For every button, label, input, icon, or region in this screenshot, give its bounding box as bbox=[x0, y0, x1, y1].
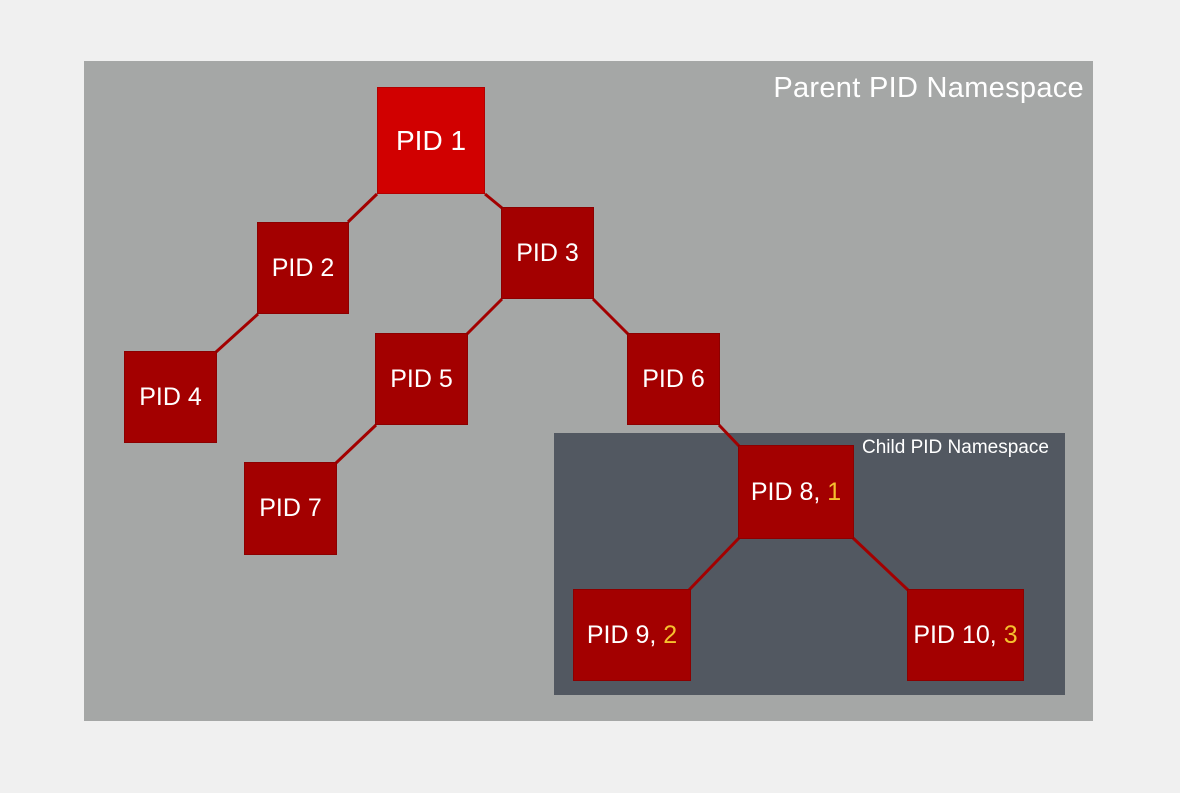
node-pid-8: PID 8, 1 bbox=[738, 445, 854, 539]
node-pid-2-label: PID 2 bbox=[271, 253, 335, 282]
child-namespace-label: Child PID Namespace bbox=[862, 437, 1049, 458]
node-pid-3: PID 3 bbox=[501, 207, 594, 299]
node-pid-1: PID 1 bbox=[377, 87, 485, 194]
node-pid-3-label: PID 3 bbox=[516, 238, 579, 267]
node-pid-6: PID 6 bbox=[627, 333, 720, 425]
edge-pid5-pid7 bbox=[334, 423, 378, 465]
edge-pid8-pid9 bbox=[687, 536, 741, 592]
node-pid-5: PID 5 bbox=[375, 333, 468, 425]
node-pid-7-label: PID 7 bbox=[259, 494, 322, 522]
node-pid-6-label: PID 6 bbox=[642, 364, 705, 393]
edge-pid1-pid3 bbox=[484, 192, 503, 210]
node-pid-10-label: PID 10, bbox=[913, 620, 997, 649]
edge-pid3-pid5 bbox=[465, 297, 504, 336]
node-pid-9: PID 9, 2 bbox=[573, 589, 691, 681]
node-pid-4-label: PID 4 bbox=[139, 382, 202, 411]
node-pid-8-label: PID 8, bbox=[750, 477, 821, 506]
parent-namespace-label: Parent PID Namespace bbox=[773, 72, 1084, 104]
edge-pid2-pid4 bbox=[214, 312, 260, 354]
node-pid-10: PID 10, 3 bbox=[907, 589, 1024, 681]
edge-pid6-pid8 bbox=[717, 423, 741, 448]
edge-pid1-pid2 bbox=[346, 192, 379, 224]
node-pid-10-child-ns-id: 3 bbox=[1003, 620, 1018, 649]
node-pid-8-child-ns-id: 1 bbox=[827, 477, 842, 506]
node-pid-1-label: PID 1 bbox=[395, 124, 467, 156]
node-pid-9-label: PID 9, bbox=[586, 620, 657, 649]
node-pid-2: PID 2 bbox=[257, 222, 349, 314]
edge-pid3-pid6 bbox=[591, 297, 630, 336]
node-pid-5-label: PID 5 bbox=[390, 364, 453, 393]
node-pid-7: PID 7 bbox=[244, 462, 337, 555]
node-pid-4: PID 4 bbox=[124, 351, 217, 443]
node-pid-9-child-ns-id: 2 bbox=[663, 620, 678, 649]
edge-pid8-pid10 bbox=[851, 536, 910, 592]
